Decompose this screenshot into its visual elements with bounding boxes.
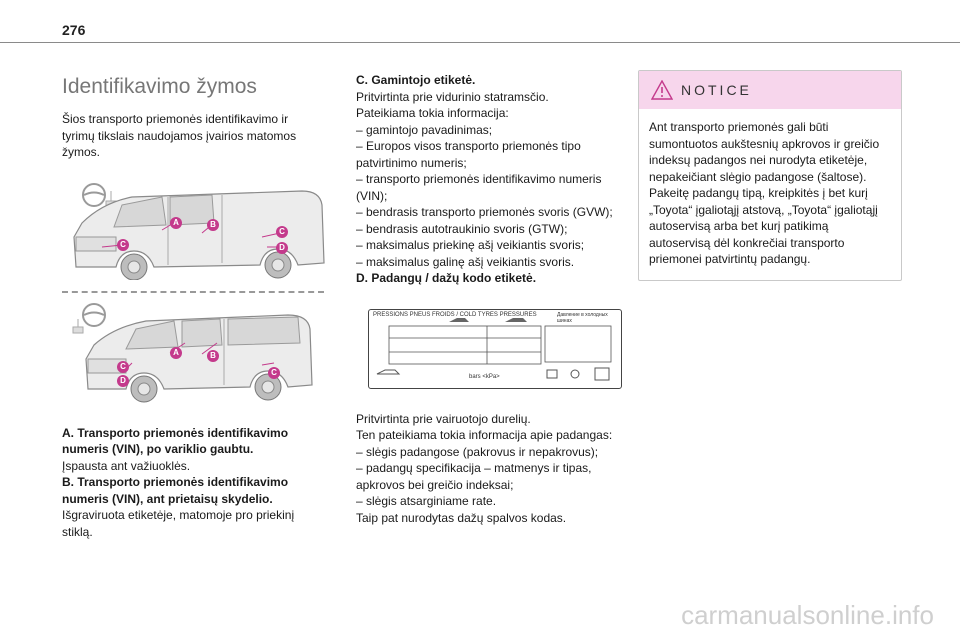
- legend-c-line: Pateikiama tokia informacija:: [356, 106, 509, 120]
- legend-c-line: – bendrasis autotraukinio svoris (GTW);: [356, 221, 568, 236]
- tire-pressure-label-illustration: PRESSIONS PNEUS FROIDS / COLD TYRES PRES…: [368, 308, 622, 389]
- column-identification: Identifikavimo žymos Šios transporto pri…: [62, 70, 325, 541]
- legend-d-details: Pritvirtinta prie vairuotojo durelių. Te…: [356, 411, 624, 527]
- warning-icon: [651, 80, 673, 100]
- page-number: 276: [62, 22, 86, 38]
- tire-label-title: PRESSIONS PNEUS FROIDS / COLD TYRES PRES…: [373, 311, 537, 318]
- notice-title: NOTICE: [681, 82, 752, 98]
- legend-d-line: – slėgis atsarginiame rate.: [356, 494, 497, 508]
- header-divider: [0, 42, 960, 43]
- legend-c-line: – transporto priemonės identifikavimo nu…: [356, 172, 602, 203]
- callout-c: C: [276, 225, 288, 238]
- callout-d: D: [276, 241, 288, 254]
- callout-a: A: [170, 346, 182, 359]
- intro-paragraph: Šios transporto priemonės identifikavimo…: [62, 112, 297, 159]
- callout-b: B: [207, 349, 219, 362]
- callout-c: C: [268, 366, 280, 379]
- legend-a-text: Įspausta ant važiuoklės.: [62, 458, 191, 473]
- legend-c-line: – Europos visos transporto priemonės tip…: [356, 139, 581, 170]
- van-illustration: A B C C D A B C D: [62, 175, 332, 409]
- legend-d-line: – slėgis padangose (pakrovus ir nepakrov…: [356, 444, 599, 459]
- tire-label-corner-text: Давление в холодных шинах: [557, 311, 608, 324]
- legend-c: C. Gamintojo etiketė. Pritvirtinta prie …: [356, 72, 624, 287]
- legend-d-line: Taip pat nurodytas dažų spalvos kodas.: [356, 510, 567, 525]
- callout-d: D: [117, 374, 129, 387]
- legend-d-line: – padangų specifikacija – matmenys ir ti…: [356, 461, 592, 492]
- legend-d-heading: D. Padangų / dažų kodo etiketė.: [356, 271, 537, 285]
- column-notice: NOTICE Ant transporto priemonės gali būt…: [638, 70, 902, 281]
- legend-d-line: Pritvirtinta prie vairuotojo durelių.: [356, 411, 531, 426]
- panel-van-illustration: [73, 182, 325, 280]
- column-labels: C. Gamintojo etiketė. Pritvirtinta prie …: [356, 72, 624, 526]
- legend-c-line: – gamintojo pavadinimas;: [356, 122, 493, 137]
- callout-c: C: [117, 238, 129, 251]
- tire-label-units: bars <kPa>: [469, 373, 500, 380]
- legend-c-line: – maksimalus galinę ašį veikiantis svori…: [356, 254, 575, 269]
- callout-b: B: [207, 218, 219, 231]
- legend-b-heading: B. Transporto priemonės identifikavimo n…: [62, 475, 289, 506]
- section-title: Identifikavimo žymos: [62, 75, 257, 98]
- notice-box: NOTICE Ant transporto priemonės gali būt…: [638, 70, 902, 281]
- legend-c-heading: C. Gamintojo etiketė.: [356, 73, 476, 87]
- callout-c: C: [117, 360, 129, 373]
- legend-d-line: Ten pateikiama tokia informacija apie pa…: [356, 428, 613, 442]
- legend-c-line: – maksimalus priekinę ašį veikiantis svo…: [356, 238, 585, 252]
- legend-b-text: Išgraviruota etiketėje, matomoje pro pri…: [62, 508, 295, 539]
- notice-header: NOTICE: [639, 71, 901, 109]
- legend-a-heading: A. Transporto priemonės identifikavimo n…: [62, 425, 289, 457]
- illustration-divider: [62, 290, 324, 293]
- watermark: carmanualsonline.info: [681, 600, 934, 630]
- legend-c-line: – bendrasis transporto priemonės svoris …: [356, 205, 613, 219]
- tire-label-graphic: [376, 317, 612, 380]
- callout-a: A: [170, 216, 182, 229]
- legend-ab: A. Transporto priemonės identifikavimo n…: [62, 425, 324, 541]
- notice-body: Ant transporto priemonės gali būti sumon…: [649, 120, 880, 266]
- passenger-van-illustration: [72, 302, 313, 402]
- legend-c-line: Pritvirtinta prie vidurinio statramsčio.: [356, 89, 549, 104]
